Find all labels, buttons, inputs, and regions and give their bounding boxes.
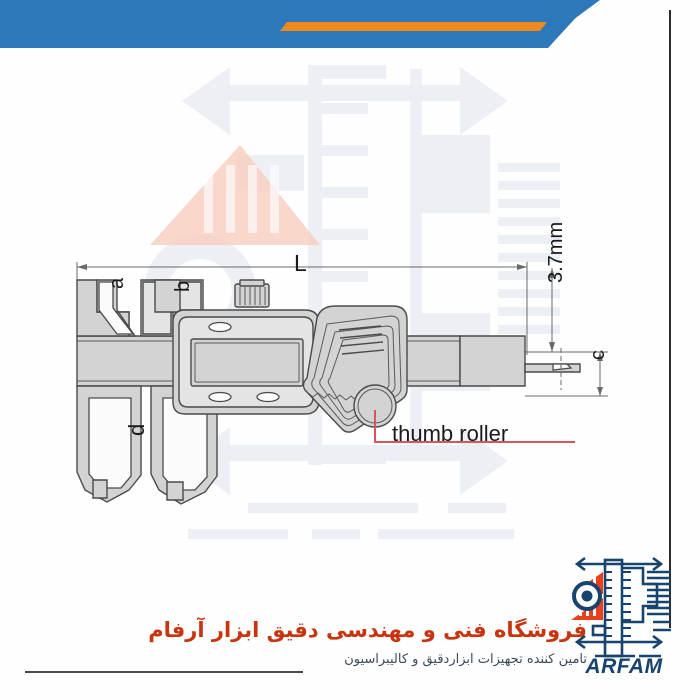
label-jaw-b: b bbox=[172, 280, 194, 292]
label-jaw-a: a bbox=[106, 277, 128, 289]
label-overall-length: L bbox=[294, 250, 307, 276]
dimension-c bbox=[525, 351, 608, 397]
thumb-roller-callout-line bbox=[374, 410, 575, 443]
shop-title-persian: فروشگاه فنی و مهندسی دقیق ابزار آرفام bbox=[148, 618, 587, 642]
footer-horizontal-rule bbox=[25, 671, 303, 673]
label-jaw-d: d bbox=[124, 423, 149, 436]
caliper-logo-icon bbox=[571, 556, 671, 658]
shop-subtitle-persian: تامین کننده تجهیزات ابزاردقیق و کالیبراس… bbox=[344, 652, 587, 667]
header-banner-shape bbox=[0, 0, 592, 48]
dimension-L bbox=[76, 262, 528, 355]
right-vertical-rule bbox=[669, 10, 671, 628]
header-orange-band bbox=[280, 22, 547, 31]
label-beam-height: 3.7mm bbox=[545, 221, 567, 283]
caliper-technical-drawing: .ln{stroke:#4a4a4a;stroke-width:1.4;fill… bbox=[76, 262, 608, 505]
brand-wordmark: ARFAM bbox=[585, 655, 663, 678]
label-thumb-roller: thumb roller bbox=[392, 421, 509, 446]
label-beam-c: c bbox=[587, 350, 609, 360]
